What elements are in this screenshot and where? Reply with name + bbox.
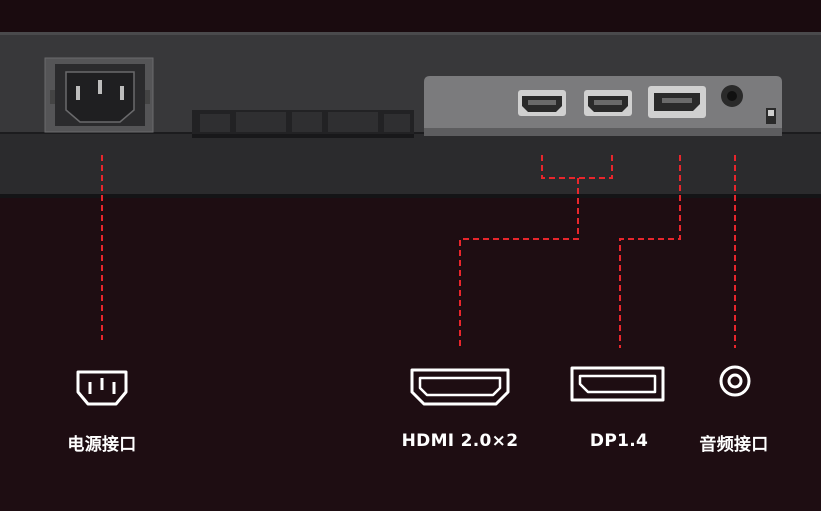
audio-port-label: 音频接口 bbox=[699, 435, 769, 455]
mount-bracket bbox=[192, 110, 414, 138]
hdmi-icon bbox=[410, 368, 510, 406]
power-port-label: 电源接口 bbox=[67, 435, 137, 455]
displayport-port-label: DP1.4 bbox=[589, 431, 649, 451]
hdmi-port-label: HDMI 2.0×2 bbox=[401, 431, 519, 451]
displayport-connector-line bbox=[619, 155, 681, 348]
displayport-icon bbox=[570, 366, 665, 402]
ac-power-socket bbox=[44, 57, 154, 133]
hdmi-connector-line bbox=[459, 155, 613, 348]
ac-power-icon bbox=[76, 370, 128, 406]
audio-jack-icon bbox=[719, 365, 751, 397]
io-port-block bbox=[424, 76, 782, 136]
